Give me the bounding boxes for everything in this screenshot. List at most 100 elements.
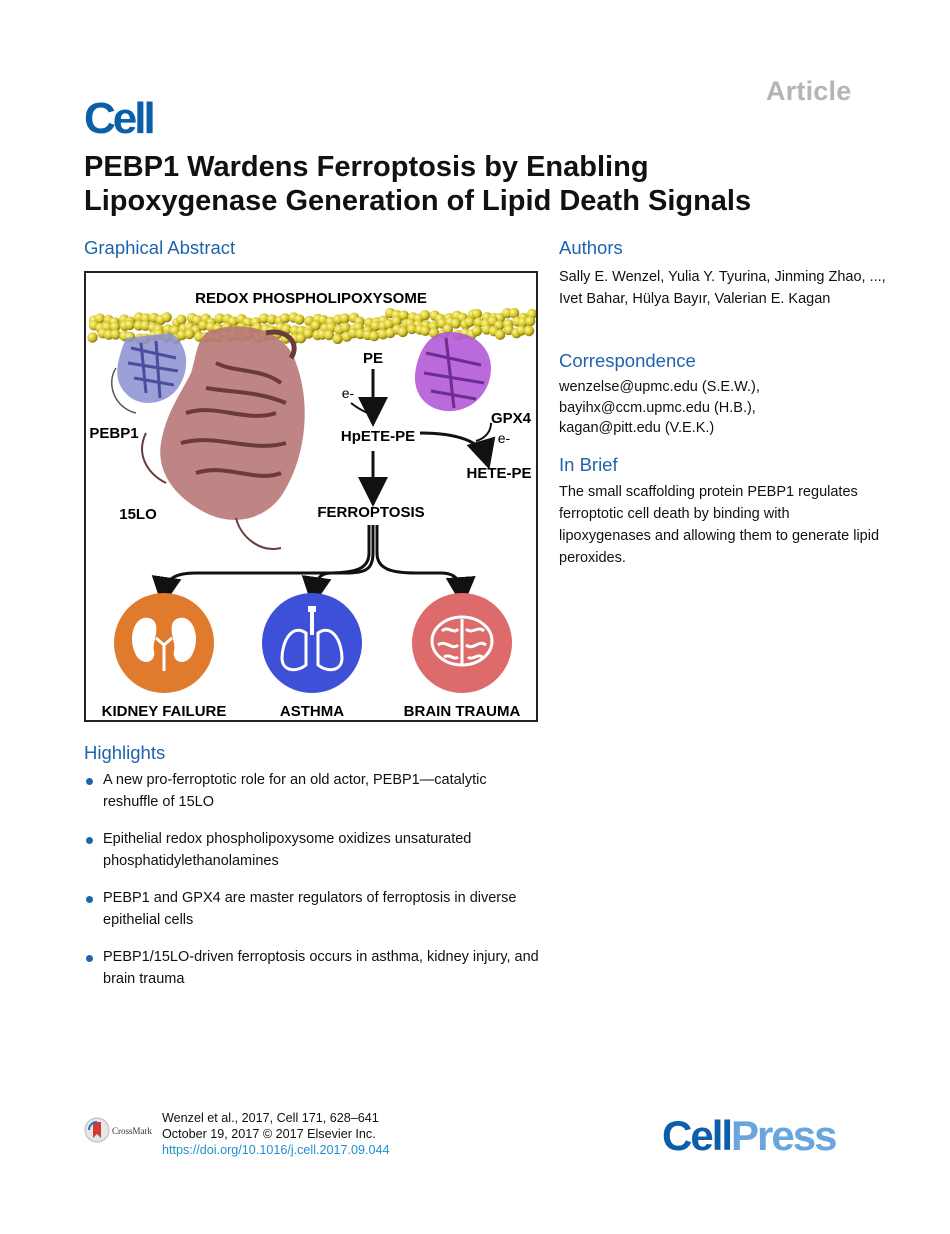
citation-line1: Wenzel et al., 2017, Cell 171, 628–641 bbox=[162, 1111, 379, 1125]
crossmark-badge[interactable]: CrossMark bbox=[84, 1114, 164, 1146]
lipid-ball bbox=[495, 329, 506, 340]
graphical-abstract-figure: REDOX PHOSPHOLIPOXYSOME PE e- HpETE-PE G… bbox=[84, 271, 538, 722]
15lo-protein bbox=[141, 326, 305, 550]
article-type-label: Article bbox=[766, 76, 852, 106]
ga-label-pe: PE bbox=[363, 350, 383, 367]
authors-list: Sally E. Wenzel, Yulia Y. Tyurina, Jinmi… bbox=[559, 269, 886, 307]
outcome-label-asthma: ASTHMA bbox=[280, 703, 344, 720]
lipid-ball bbox=[94, 313, 106, 324]
ga-label-e1: e- bbox=[342, 385, 355, 401]
lipid-ball bbox=[464, 316, 475, 328]
authors-heading: Authors bbox=[559, 237, 623, 258]
lipid-ball bbox=[471, 308, 483, 320]
lipid-ball bbox=[258, 313, 270, 324]
ga-label-hpete: HpETE-PE bbox=[341, 428, 415, 445]
lipid-ball bbox=[110, 329, 121, 340]
outcome-label-kidney: KIDNEY FAILURE bbox=[102, 703, 227, 720]
list-item: A new pro-ferroptotic role for an old ac… bbox=[84, 770, 544, 813]
lipid-ball bbox=[340, 322, 351, 333]
cellpress-logo: CellPress bbox=[662, 1112, 837, 1160]
cell-journal-logo: Cell bbox=[84, 94, 156, 143]
paper-title: PEBP1 Wardens Ferroptosis by Enabling Li… bbox=[84, 151, 752, 217]
lipid-ball bbox=[406, 323, 418, 335]
lipid-ball bbox=[266, 314, 278, 325]
bullet-icon bbox=[86, 837, 93, 844]
crossmark-icon bbox=[84, 1117, 110, 1143]
lipid-ball bbox=[370, 320, 381, 332]
highlight-text: PEBP1 and GPX4 are master regulators of … bbox=[103, 890, 517, 928]
lipid-ball bbox=[279, 313, 291, 324]
lipid-ball bbox=[397, 326, 408, 338]
lipid-ball bbox=[419, 310, 431, 321]
ga-label-hete: HETE-PE bbox=[466, 465, 531, 482]
lipid-ball bbox=[339, 313, 350, 324]
ga-label-15lo: 15LO bbox=[119, 506, 157, 523]
highlights-list: A new pro-ferroptotic role for an old ac… bbox=[84, 770, 544, 1006]
brain-icon bbox=[430, 615, 494, 667]
pebp1-protein bbox=[111, 333, 187, 414]
citation-line2: October 19, 2017 © 2017 Elsevier Inc. bbox=[162, 1127, 376, 1141]
gpx4-protein bbox=[414, 332, 491, 412]
ga-label-e2: e- bbox=[498, 430, 511, 446]
correspondence-heading: Correspondence bbox=[559, 350, 696, 371]
lipid-ball bbox=[310, 320, 321, 331]
highlight-text: PEBP1/15LO-driven ferroptosis occurs in … bbox=[103, 949, 539, 987]
lipid-ball bbox=[383, 319, 394, 330]
email-link[interactable]: bayihx@ccm.upmc.edu (H.B.), bbox=[559, 399, 756, 416]
list-item: PEBP1/15LO-driven ferroptosis occurs in … bbox=[84, 947, 544, 990]
lipid-ball bbox=[323, 329, 335, 341]
lipid-ball bbox=[398, 310, 409, 321]
ga-label-ferroptosis: FERROPTOSIS bbox=[317, 504, 424, 521]
lipid-ball bbox=[176, 329, 188, 341]
outcome-label-brain: BRAIN TRAUMA bbox=[404, 703, 521, 720]
lipid-ball bbox=[176, 314, 187, 325]
highlight-text: Epithelial redox phospholipoxysome oxidi… bbox=[103, 831, 472, 869]
lipid-ball bbox=[295, 333, 307, 344]
lipid-ball bbox=[161, 312, 172, 323]
lipid-ball bbox=[332, 333, 343, 345]
lipid-ball bbox=[198, 320, 209, 331]
list-item: Epithelial redox phospholipoxysome oxidi… bbox=[84, 829, 544, 872]
crossmark-label: CrossMark bbox=[112, 1126, 152, 1136]
bullet-icon bbox=[86, 955, 93, 962]
graphical-abstract-svg: REDOX PHOSPHOLIPOXYSOME PE e- HpETE-PE G… bbox=[87, 290, 536, 720]
ga-label-gpx4: GPX4 bbox=[491, 410, 532, 427]
kidney-icon bbox=[132, 617, 196, 671]
lipid-ball bbox=[442, 323, 454, 335]
lipid-ball bbox=[303, 328, 314, 339]
cellpress-logo-part1: Cell bbox=[662, 1112, 733, 1159]
lipid-ball bbox=[124, 319, 135, 331]
doi-link[interactable]: https://doi.org/10.1016/j.cell.2017.09.0… bbox=[162, 1143, 390, 1157]
lipid-ball bbox=[214, 313, 225, 324]
lipid-ball bbox=[369, 330, 380, 342]
highlight-text: A new pro-ferroptotic role for an old ac… bbox=[103, 772, 487, 810]
highlights-heading: Highlights bbox=[84, 742, 166, 763]
lipid-ball bbox=[184, 328, 195, 340]
lipid-ball bbox=[109, 321, 121, 332]
lipid-ball bbox=[523, 325, 535, 337]
lipid-ball bbox=[420, 325, 431, 336]
bullet-icon bbox=[86, 778, 93, 785]
lipid-ball bbox=[525, 316, 536, 327]
lipid-ball bbox=[87, 332, 98, 343]
bullet-icon bbox=[86, 896, 93, 903]
email-link[interactable]: wenzelse@upmc.edu (S.E.W.), bbox=[559, 379, 760, 395]
list-item: PEBP1 and GPX4 are master regulators of … bbox=[84, 888, 544, 931]
lipid-ball bbox=[508, 307, 520, 319]
outcome-circle-kidney bbox=[114, 593, 214, 693]
cellpress-logo-part2: Press bbox=[731, 1112, 837, 1159]
lipid-ball bbox=[516, 325, 527, 336]
email-link[interactable]: kagan@pitt.edu (V.E.K.) bbox=[559, 420, 715, 436]
ga-label-pebp1: PEBP1 bbox=[89, 425, 138, 442]
in-brief-text: The small scaffolding protein PEBP1 regu… bbox=[559, 484, 880, 566]
in-brief-heading: In Brief bbox=[559, 454, 618, 475]
graphical-abstract-heading: Graphical Abstract bbox=[84, 237, 236, 258]
lipid-ball bbox=[391, 315, 402, 327]
correspondence-emails: wenzelse@upmc.edu (S.E.W.), bayihx@ccm.u… bbox=[559, 377, 889, 439]
lipid-ball bbox=[294, 314, 305, 325]
citation-block: Wenzel et al., 2017, Cell 171, 628–641 O… bbox=[162, 1110, 390, 1158]
lipid-ball bbox=[471, 325, 483, 337]
ga-arrows bbox=[151, 369, 496, 607]
lungs-icon bbox=[280, 606, 344, 672]
outcome-brain: BRAIN TRAUMA bbox=[404, 593, 521, 720]
